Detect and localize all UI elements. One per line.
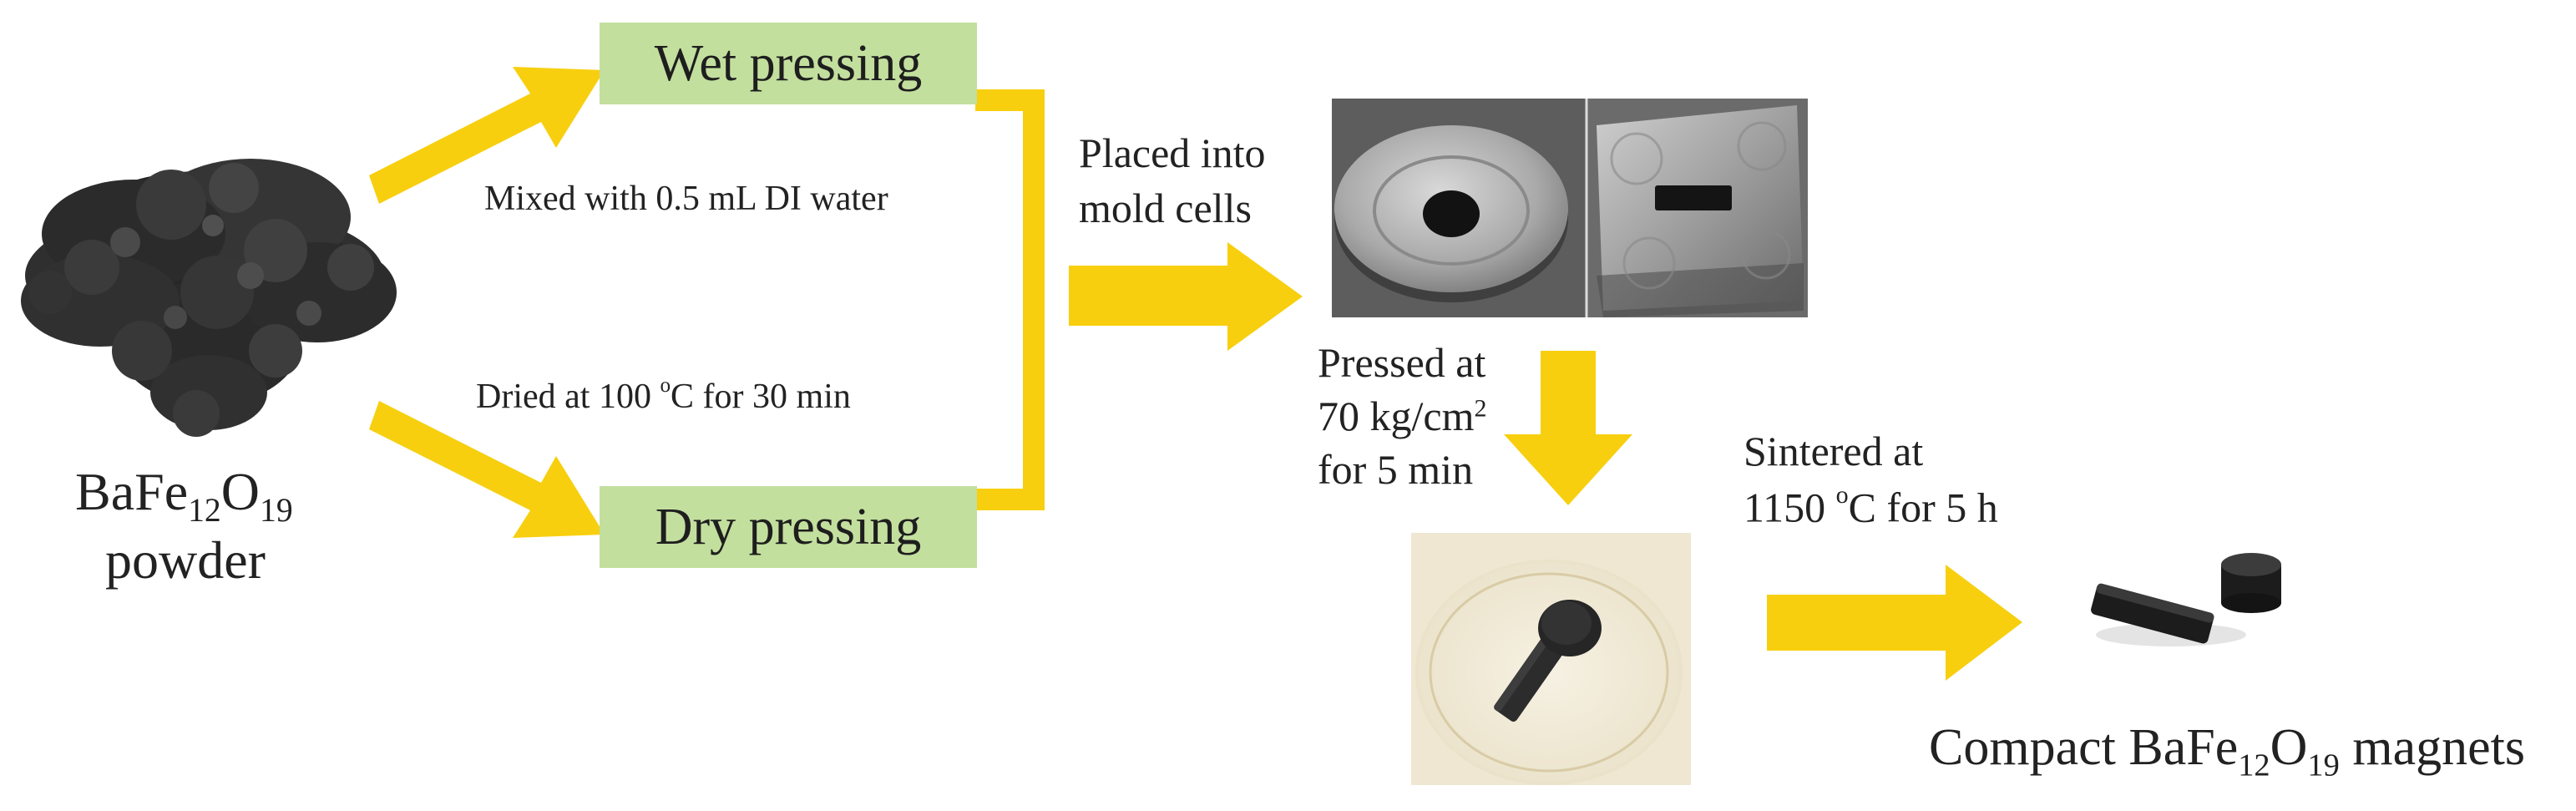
wet-pressing-label: Wet pressing: [654, 34, 923, 92]
arrow-down-to-press: [1504, 351, 1632, 505]
bracket-connector: [975, 89, 1045, 510]
sinter-caption: Sintered at 1150 oC for 5 h: [1743, 424, 1998, 535]
sinter-caption-line2: 1150 oC for 5 h: [1743, 481, 1998, 531]
sinter-caption-line1: Sintered at: [1743, 428, 1924, 474]
arrow-to-dry-pressing: [369, 401, 605, 538]
press-caption-line1: Pressed at: [1318, 339, 1486, 386]
arrow-to-sinter: [1767, 565, 2022, 681]
compact-magnets-image: [2091, 553, 2281, 646]
wet-pressing-box: Wet pressing: [600, 23, 977, 104]
wet-pressing-note: Mixed with 0.5 mL DI water: [484, 180, 888, 218]
powder-pile-image: [21, 159, 397, 437]
arrow-to-wet-pressing: [369, 67, 605, 204]
result-caption: Compact BaFe12O19 magnets: [1929, 719, 2525, 783]
powder-label: powder: [105, 530, 266, 590]
dry-pressing-label: Dry pressing: [655, 498, 922, 555]
mold-caption-line2: mold cells: [1079, 185, 1252, 231]
mold-cells-photo: [1332, 99, 1808, 317]
press-caption-line3: for 5 min: [1318, 446, 1474, 493]
mold-caption-line1: Placed into: [1079, 129, 1266, 176]
mold-caption: Placed into mold cells: [1079, 125, 1266, 236]
press-caption: Pressed at 70 kg/cm2 for 5 min: [1318, 336, 1486, 496]
dry-pressing-box: Dry pressing: [600, 486, 977, 568]
degree-symbol: o: [660, 374, 671, 397]
powder-formula: BaFe12O19: [75, 462, 293, 529]
flow-arrows: [369, 67, 2022, 681]
arrow-to-mold: [1069, 242, 1303, 351]
press-caption-line2: 70 kg/cm2: [1318, 393, 1487, 439]
dry-pressing-note: Dried at 100 oC for 30 min: [476, 374, 851, 416]
pressed-pieces-photo: [1411, 533, 1691, 785]
